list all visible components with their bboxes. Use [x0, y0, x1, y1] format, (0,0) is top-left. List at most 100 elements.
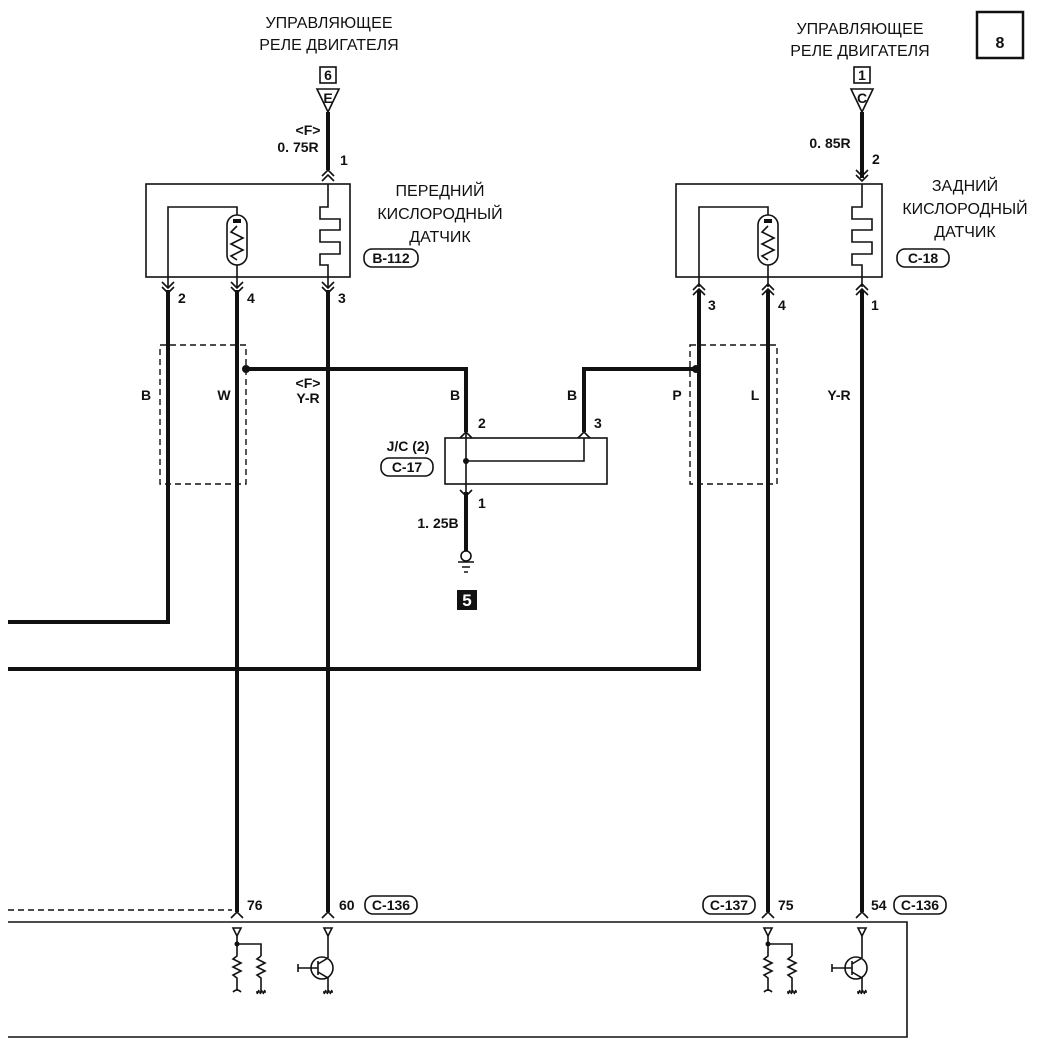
rear-shield	[689, 344, 778, 485]
front-pin-2: 2	[178, 290, 186, 306]
connector-arrow-icon	[855, 169, 869, 183]
connector-arrow-icon	[230, 910, 244, 919]
rear-pin-4: 4	[778, 297, 786, 313]
front-heater-icon	[319, 184, 341, 287]
ecu-transistor-front	[297, 927, 334, 995]
front-supply-variant: <F>	[296, 122, 321, 138]
sensor-cap	[764, 219, 772, 223]
ecu-connector-c136a: C-136	[372, 897, 410, 913]
rear-sensor-name-2: КИСЛОРОДНЫЙ	[902, 199, 1027, 218]
rear-heater-icon	[851, 184, 873, 287]
ground-point-badge	[457, 590, 477, 610]
jc-name: J/C (2)	[387, 438, 430, 454]
ecu-input-circuit-rear	[762, 927, 798, 995]
front-pin-4: 4	[247, 290, 255, 306]
rear-pin-3: 3	[708, 297, 716, 313]
jc-pin-1: 1	[478, 495, 486, 511]
jc-connector-badge	[380, 457, 434, 477]
rear-sensor-name-1: ЗАДНИЙ	[932, 176, 998, 195]
rear-signal-wire-p	[8, 290, 701, 671]
front-pin-1: 1	[340, 152, 348, 168]
front-pin-3: 3	[338, 290, 346, 306]
front-sensor-internal-wire	[167, 206, 238, 287]
front-connector-badge	[363, 248, 419, 268]
connector-arrow-icon	[761, 282, 775, 296]
ground-terminal-icon	[460, 550, 472, 562]
rear-sensor-internal-wire	[698, 206, 769, 287]
connector-arrow-icon	[855, 910, 869, 919]
front-sensor-box	[145, 183, 351, 278]
rear-wire-yr-label: Y-R	[827, 387, 850, 403]
sensor-cap	[233, 219, 241, 223]
joint-connector-internal	[465, 432, 585, 496]
relay-right-terminal-letter: C	[857, 90, 867, 106]
relay-left-pin-number: 6	[324, 67, 332, 83]
connector-arrow-icon	[321, 168, 335, 182]
joint-connector-box	[444, 437, 608, 485]
connector-arrow-icon	[321, 910, 335, 919]
ecu-pin-60: 60	[339, 897, 355, 913]
page-number: 8	[996, 35, 1005, 52]
ecu-connector-c137-badge	[702, 895, 756, 915]
front-wire-yr-label: Y-R	[296, 390, 319, 406]
front-connector-id: B-112	[372, 250, 410, 266]
relay-right-pin-number: 1	[858, 67, 866, 83]
front-sensor-name-3: ДАТЧИК	[409, 229, 471, 246]
ecu-box	[8, 921, 908, 1038]
ground-wire-label: 1. 25B	[417, 515, 458, 531]
rear-wire-l-label: L	[751, 387, 760, 403]
jc-pin-2: 2	[478, 415, 486, 431]
jc-pin-3: 3	[594, 415, 602, 431]
jc-wire-p3-label: B	[567, 387, 577, 403]
ground-symbol-icon	[458, 561, 474, 573]
ecu-input-circuit-front	[231, 927, 267, 995]
front-signal-wire-b	[8, 290, 170, 624]
resistor-icon	[229, 225, 245, 261]
front-wire-b-label: B	[141, 387, 151, 403]
connector-arrow-icon	[761, 910, 775, 919]
ground-point-number: 5	[462, 591, 471, 610]
front-sensor-name-2: КИСЛОРОДНЫЙ	[377, 204, 502, 223]
relay-left-terminal-letter: E	[323, 90, 332, 106]
front-wire-yr-variant: <F>	[296, 375, 321, 391]
jc-connector-id: C-17	[392, 459, 423, 475]
splice-point	[242, 365, 250, 373]
connector-arrow-icon	[577, 430, 591, 439]
relay-right-pin-box	[853, 66, 871, 84]
rear-sensor-box	[675, 183, 883, 278]
front-shield	[159, 344, 247, 485]
connector-arrow-icon	[855, 282, 869, 296]
ecu-connector-c136b: C-136	[901, 897, 939, 913]
relay-left-pin-box	[319, 66, 337, 84]
front-sensor-name-1: ПЕРЕДНИЙ	[396, 181, 485, 200]
rear-shield-ground-wire	[582, 367, 696, 432]
relay-right-label-line1: УПРАВЛЯЮЩЕЕ	[797, 21, 924, 38]
rear-pin-1: 1	[871, 297, 879, 313]
rear-pin-2: 2	[872, 151, 880, 167]
front-shield-ground-wire	[246, 367, 468, 432]
relay-right-terminal-icon	[849, 88, 875, 114]
resistor-icon	[760, 225, 776, 261]
relay-left-label-line1: УПРАВЛЯЮЩЕЕ	[266, 15, 393, 32]
ecu-pin-76: 76	[247, 897, 263, 913]
rear-wire-p-label: P	[672, 387, 681, 403]
ecu-connector-c137: C-137	[710, 897, 748, 913]
splice-point	[463, 458, 469, 464]
ecu-pin-54: 54	[871, 897, 887, 913]
front-wire-w-label: W	[217, 387, 231, 403]
rear-connector-id: C-18	[908, 250, 939, 266]
relay-left-label-line2: РЕЛЕ ДВИГАТЕЛЯ	[259, 37, 398, 54]
ecu-transistor-rear	[831, 927, 868, 995]
rear-sensor-name-3: ДАТЧИК	[934, 224, 996, 241]
jc-wire-p2-label: B	[450, 387, 460, 403]
rear-connector-badge	[896, 248, 950, 268]
relay-right-label-line2: РЕЛЕ ДВИГАТЕЛЯ	[790, 43, 929, 60]
rear-supply-wire-label: 0. 85R	[809, 135, 850, 151]
connector-arrow-icon	[692, 282, 706, 296]
front-supply-wire-label: 0. 75R	[277, 139, 318, 155]
relay-left-terminal-icon	[315, 88, 341, 114]
ecu-connector-c136b-badge	[893, 895, 947, 915]
page-number-box	[975, 10, 1025, 60]
ecu-pin-75: 75	[778, 897, 794, 913]
